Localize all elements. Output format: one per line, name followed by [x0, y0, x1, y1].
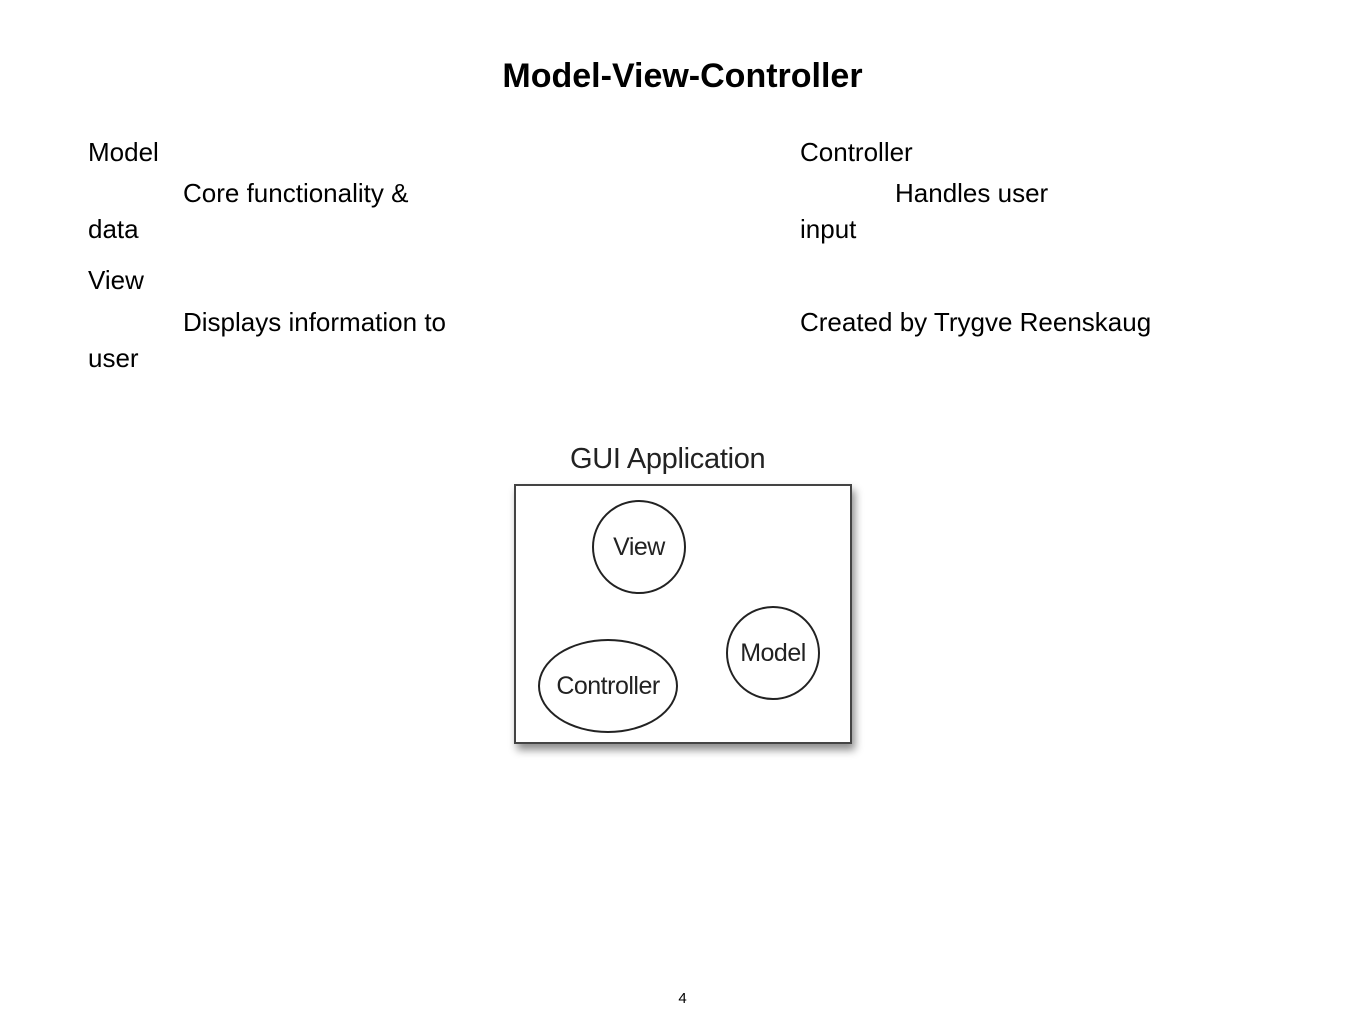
view-heading: View [88, 265, 144, 295]
controller-heading: Controller [800, 137, 913, 167]
view-desc-line2: user [88, 343, 139, 373]
model-node: Model [726, 606, 820, 700]
diagram-caption: GUI Application [570, 443, 766, 475]
slide-title: Model-View-Controller [502, 57, 863, 95]
model-heading: Model [88, 137, 159, 167]
controller-node: Controller [538, 639, 678, 733]
view-desc-line1: Displays information to [183, 307, 446, 337]
view-node: View [592, 500, 686, 594]
model-desc-line1: Core functionality & [183, 178, 409, 208]
credit-text: Created by Trygve Reenskaug [800, 307, 1152, 337]
controller-desc-line1: Handles user [895, 178, 1049, 208]
model-desc-line2: data [88, 214, 139, 244]
page-number: 4 [678, 990, 687, 1007]
controller-desc-line2: input [800, 214, 857, 244]
gui-application-frame: View Model Controller [514, 484, 852, 744]
